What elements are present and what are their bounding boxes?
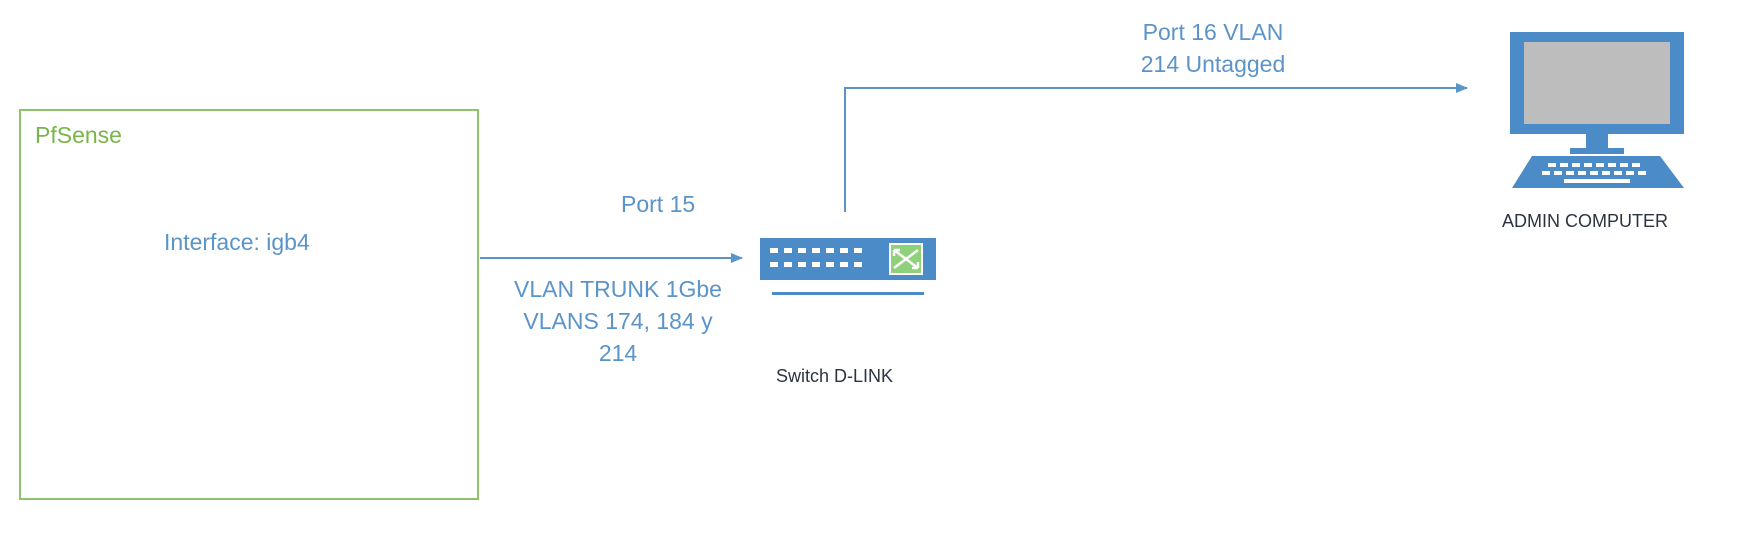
trunk-label-line3: 214	[598, 340, 638, 366]
switch-label: Switch D-LINK	[776, 366, 894, 386]
untagged-connector	[844, 83, 1468, 212]
pfsense-title: PfSense	[35, 122, 122, 148]
computer-label: ADMIN COMPUTER	[1502, 211, 1668, 231]
trunk-label-line1: VLAN TRUNK 1Gbe	[514, 276, 722, 302]
network-switch-icon	[760, 238, 936, 295]
port16-label-line1: Port 16 VLAN	[1142, 19, 1284, 45]
port15-label: Port 15	[621, 191, 696, 217]
pfsense-box	[19, 109, 479, 500]
port16-label: Port 16 VLAN 214 Untagged	[1108, 16, 1318, 80]
trunk-label: VLAN TRUNK 1Gbe VLANS 174, 184 y 214	[503, 273, 733, 369]
pfsense-interface-label: Interface: igb4	[164, 229, 310, 255]
trunk-label-line2: VLANS 174, 184 y	[523, 308, 713, 334]
port16-label-line2: 214 Untagged	[1140, 51, 1286, 77]
desktop-computer-icon	[1510, 32, 1684, 188]
